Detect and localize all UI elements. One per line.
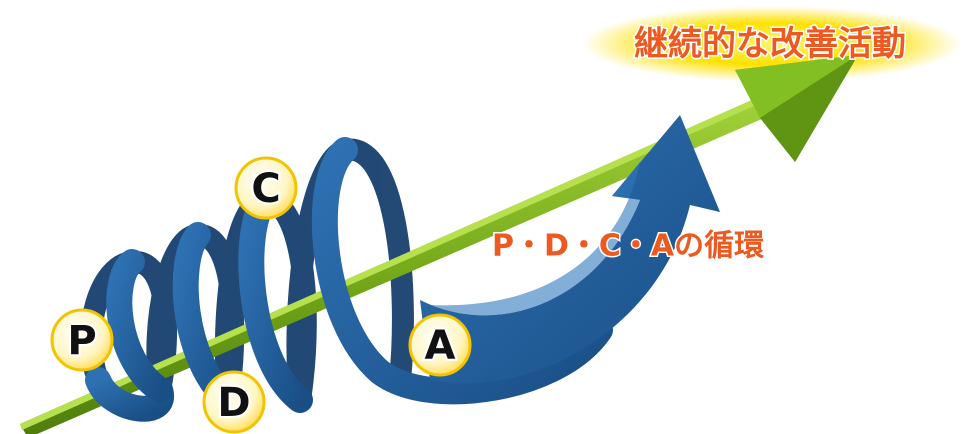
cycle-label: P・D・C・Aの循環 xyxy=(492,229,765,264)
cycle-arrow xyxy=(420,115,720,384)
stage-badge-c: C xyxy=(234,156,298,220)
stage-badge-d: D xyxy=(202,370,266,434)
title-glow xyxy=(582,6,962,82)
stage-letter-c: C xyxy=(251,166,280,212)
title-text: 継続的な改善活動 xyxy=(634,24,906,64)
stage-badge-a: A xyxy=(408,313,472,377)
stage-badge-p: P xyxy=(50,308,114,372)
stage-letter-a: A xyxy=(425,323,456,369)
stage-letter-p: P xyxy=(67,318,96,364)
stage-letter-d: D xyxy=(217,380,250,426)
